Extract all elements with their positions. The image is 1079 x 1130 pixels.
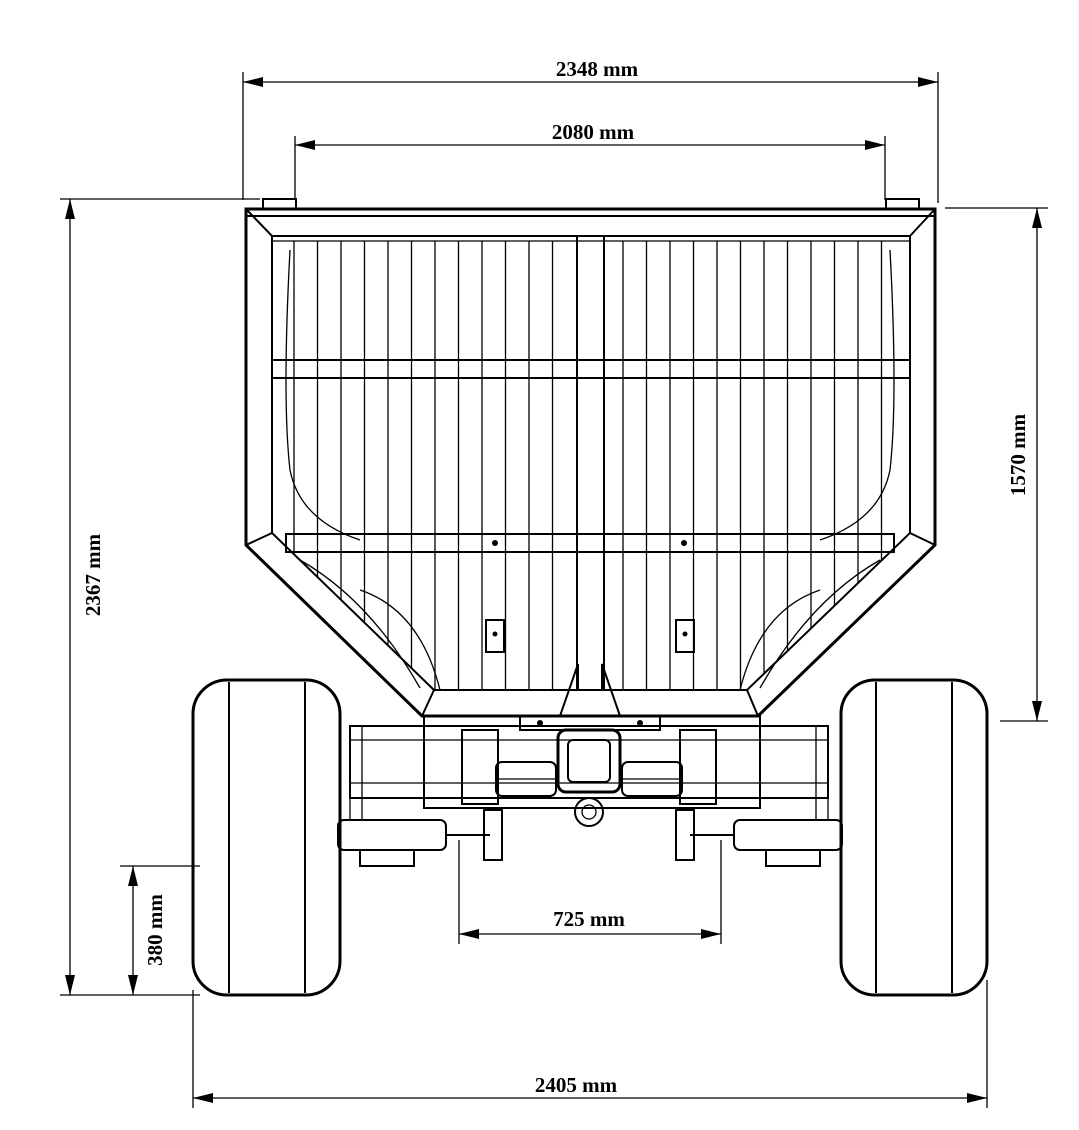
ground-clearance-label: 380 mm [143,894,167,966]
dimension-inner-track: 725 mm [458,840,722,944]
dimension-outer-track: 2405 mm [192,980,988,1108]
inner-width-label: 2080 mm [552,120,635,144]
hopper-body [244,198,937,718]
right-wheel [839,678,989,997]
hopper-height-label: 1570 mm [1006,413,1030,496]
dimension-overall-width: 2348 mm [242,55,939,203]
dimension-ground-clearance: 380 mm [120,865,200,995]
inner-track-label: 725 mm [553,907,625,931]
dimension-inner-width: 2080 mm [294,118,886,200]
left-wheel [191,678,342,997]
hopper-slats [293,241,883,690]
outer-track-label: 2405 mm [535,1073,618,1097]
dimension-overall-height: 2367 mm [60,198,260,996]
dimension-hopper-height: 1570 mm [945,207,1048,722]
overall-height-label: 2367 mm [81,533,105,616]
axle-assembly [337,715,843,867]
overall-width-label: 2348 mm [556,57,639,81]
